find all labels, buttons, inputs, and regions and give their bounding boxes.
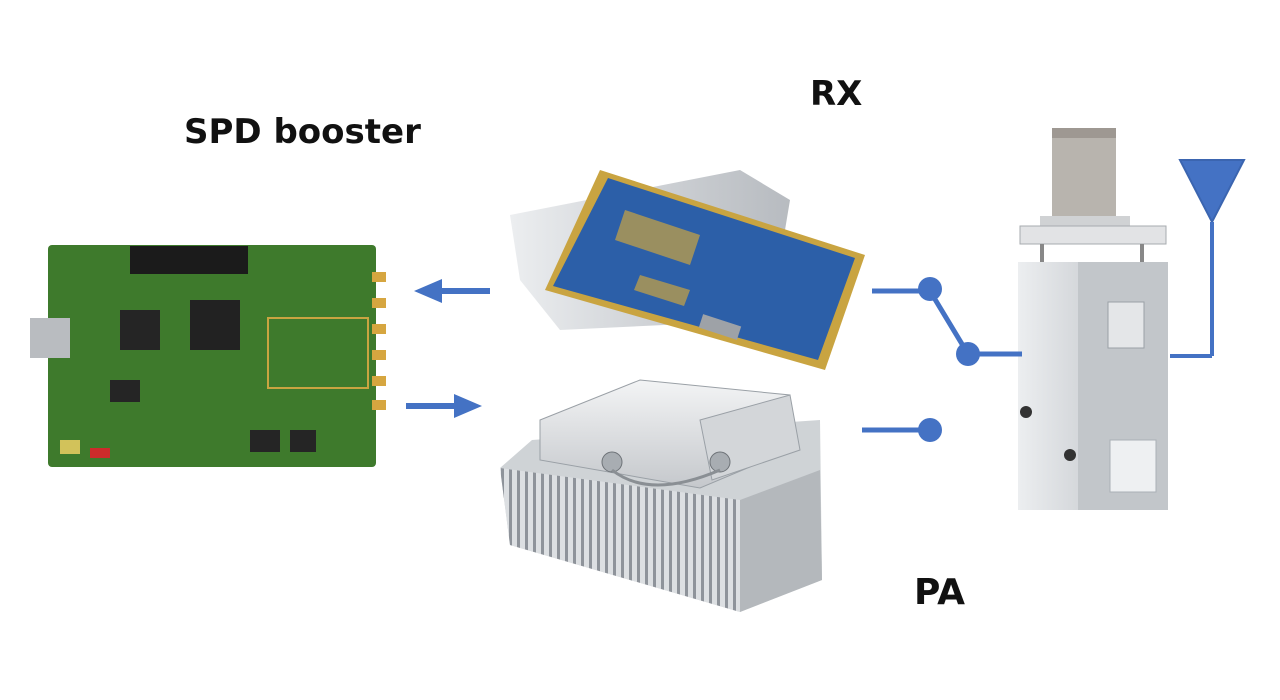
antenna-icon — [1170, 159, 1246, 358]
arrow-rx-to-spd — [414, 279, 490, 303]
board-header-connector — [130, 246, 248, 274]
pa-label: PA — [914, 572, 965, 613]
switch-node-icon — [918, 418, 942, 442]
ethernet-port — [30, 318, 70, 358]
arrow-spd-to-pa — [406, 394, 482, 418]
rf-switch — [862, 277, 1022, 442]
spd-booster-board — [30, 245, 386, 467]
spd-booster-label: SPD booster — [184, 112, 421, 152]
fpga-chip — [190, 300, 240, 350]
rx-receiver-board — [510, 170, 865, 370]
rx-label: RX — [810, 74, 863, 114]
switch-node-icon — [956, 342, 980, 366]
pa-amplifier — [500, 379, 822, 612]
switch-tower — [1018, 128, 1168, 510]
switch-node-icon — [918, 277, 942, 301]
